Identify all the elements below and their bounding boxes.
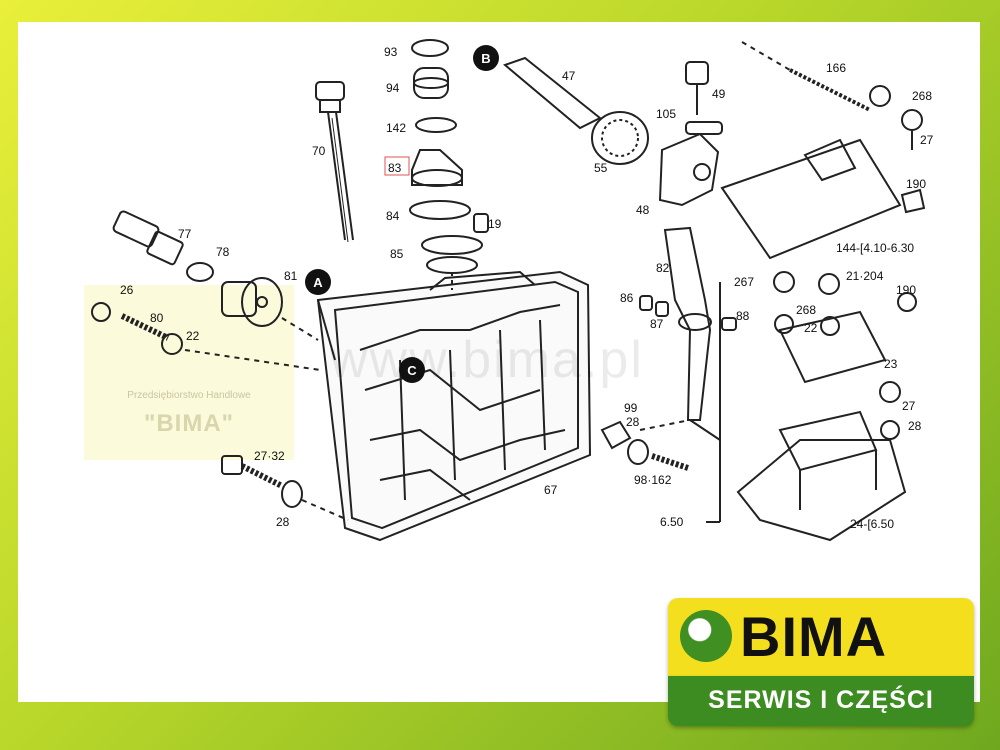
part-label: 22: [186, 329, 200, 343]
part-label: 144-[4.10-6.30: [836, 241, 914, 255]
part-label: 49: [712, 87, 726, 101]
part-label: 78: [216, 245, 230, 259]
part-label: 24-[6.50: [850, 517, 894, 531]
logo-bottom-band: SERWIS I CZĘŚCI: [668, 676, 974, 726]
part-label: 190: [896, 283, 916, 297]
cover-plate-144: [720, 41, 926, 260]
part-label: 80: [150, 311, 164, 325]
callout-a-label: A: [313, 275, 323, 290]
part-label: 87: [650, 317, 664, 331]
part-label: 77: [178, 227, 192, 241]
part-label: 83: [388, 161, 402, 175]
part-label: 67: [544, 483, 558, 497]
bolt-27-32: [221, 455, 349, 521]
left-assembly: [112, 210, 319, 341]
part-label: 21·204: [846, 269, 884, 283]
stamp-company-type: Przedsiębiorstwo Handlowe: [127, 390, 251, 401]
selector-stack: [409, 39, 489, 290]
callout-b: B: [473, 45, 499, 71]
part-label: 26: [120, 283, 134, 297]
logo-tagline: SERWIS I CZĘŚCI: [708, 686, 934, 714]
part-label: 23: [884, 357, 898, 371]
part-label: 98·162: [634, 473, 672, 487]
part-label: 82: [656, 261, 670, 275]
logo-top-band: BIMA: [668, 598, 974, 676]
part-label: 70: [312, 144, 326, 158]
part-label: 27: [902, 399, 916, 413]
highlight-box-83: [384, 156, 410, 176]
part-label: 268: [796, 303, 816, 317]
callout-c: C: [399, 357, 425, 383]
part-label: 28: [908, 419, 922, 433]
shift-shaft-47: [503, 56, 723, 207]
part-label: 85: [390, 247, 404, 261]
part-label: 28: [626, 415, 640, 429]
callout-c-label: C: [407, 363, 417, 378]
part-label: 27·32: [254, 449, 285, 463]
part-label: 86: [620, 291, 634, 305]
logo-brand-name: BIMA: [740, 605, 888, 668]
company-stamp: Przedsiębiorstwo Handlowe "BIMA": [84, 285, 294, 460]
logo-ball-icon: [680, 610, 732, 662]
part-label: 105: [656, 107, 676, 121]
part-label: 19: [488, 217, 502, 231]
rod-70: [315, 81, 354, 243]
part-label: 94: [386, 81, 400, 95]
part-label: 27: [920, 133, 934, 147]
part-label: 6.50: [660, 515, 684, 529]
part-label: 142: [386, 121, 406, 135]
part-label: 88: [736, 309, 750, 323]
lever-82: [639, 226, 737, 441]
part-label: 166: [826, 61, 846, 75]
part-label: 55: [594, 161, 608, 175]
part-label: 48: [636, 203, 650, 217]
part-label: 22: [804, 321, 818, 335]
part-label: 190: [906, 177, 926, 191]
stamp-company-name: "BIMA": [143, 410, 235, 437]
part-label: 93: [384, 45, 398, 59]
part-labels: 93 94 142 83 84 85 19 70 77 78 81 26 80 …: [120, 45, 934, 531]
bolt-26-80-22: [91, 302, 321, 371]
lower-housing-24: [706, 271, 917, 542]
part-label: 84: [386, 209, 400, 223]
bima-logo: BIMA SERWIS I CZĘŚCI: [668, 598, 974, 730]
website-watermark: www.bima.pl: [330, 331, 644, 389]
part-label: 81: [284, 269, 298, 283]
part-label: 28: [276, 515, 290, 529]
callout-a: A: [305, 269, 331, 295]
callout-b-label: B: [481, 51, 490, 66]
part-label: 268: [912, 89, 932, 103]
bolt-99-98: [600, 420, 689, 471]
part-label: 47: [562, 69, 576, 83]
part-label: 99: [624, 401, 638, 415]
part-label: 267: [734, 275, 754, 289]
housing-67: [316, 270, 592, 542]
